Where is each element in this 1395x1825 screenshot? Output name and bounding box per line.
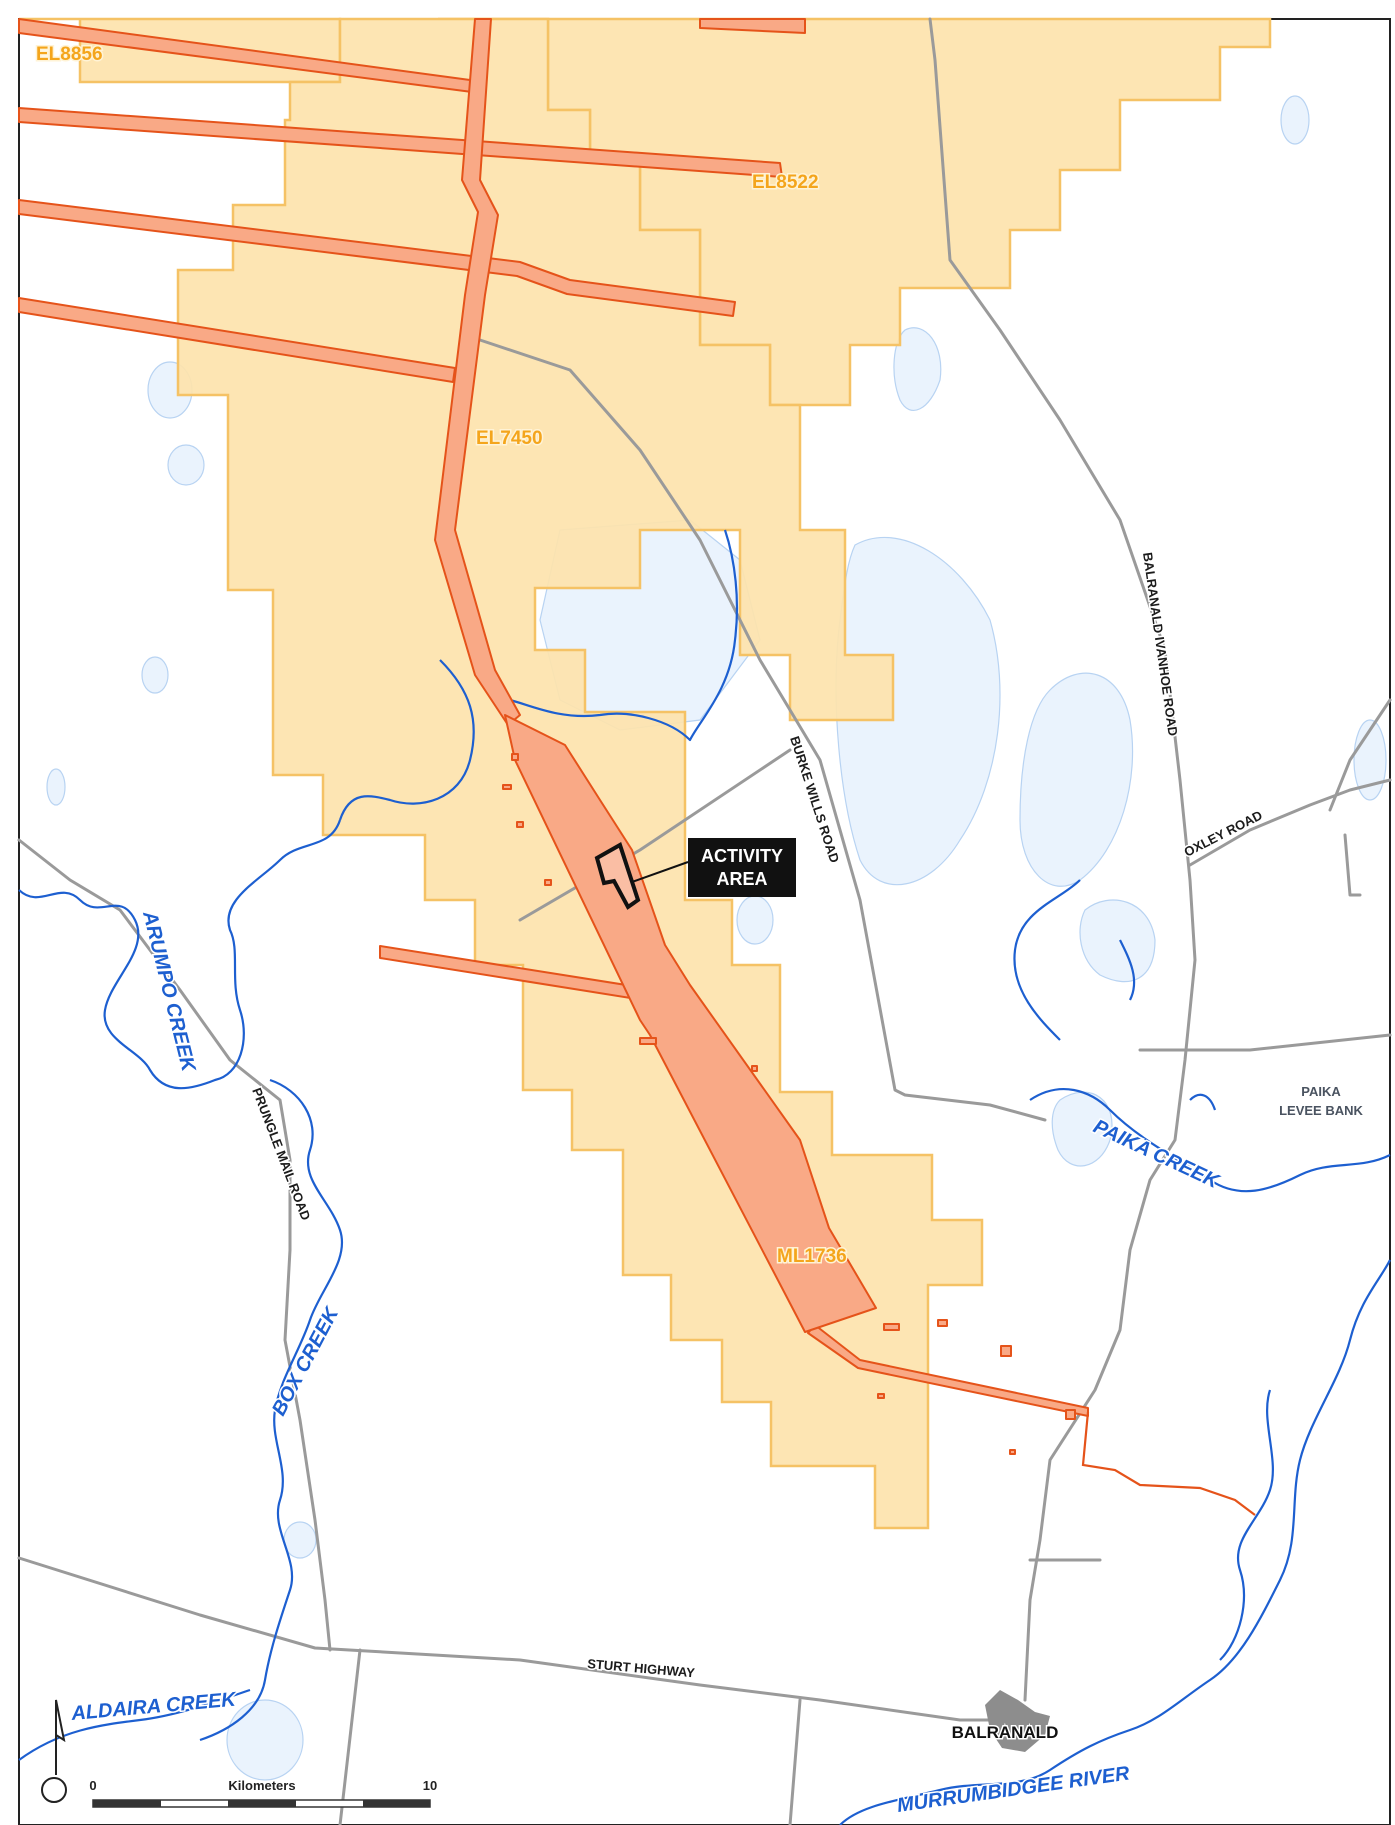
small-lease-5 [639, 1037, 657, 1045]
tenement-ml1736 [504, 714, 877, 1333]
road-east-north [1328, 698, 1392, 812]
small-lease-11 [1065, 1409, 1076, 1420]
waterways-layer [18, 529, 1391, 1825]
road-south [788, 1698, 802, 1825]
lake-west-4 [46, 768, 66, 806]
place-label-paika-line1: PAIKA [1301, 1084, 1341, 1099]
scale-bar-unit: Kilometers [228, 1778, 295, 1793]
small-lease-7 [883, 1323, 900, 1331]
corridor-2 [18, 107, 783, 178]
place-label-paika-line2: LEVEE BANK [1279, 1103, 1363, 1118]
road-west-spur [518, 748, 792, 922]
road-balranald-ivanhoe [928, 17, 1197, 1702]
creek-east-loop [1013, 879, 1081, 1041]
tenement-label-el8856: EL8856 [36, 44, 103, 65]
river-murrumbidgee-meander [1219, 1389, 1274, 1661]
small-lease-1 [511, 753, 519, 761]
balranald-town-footprint [985, 1690, 1050, 1752]
scale-bar-end: 10 [423, 1778, 437, 1793]
corridor-spine [434, 18, 521, 726]
river-murrumbidgee [839, 1259, 1391, 1825]
road-sturt-highway [17, 1556, 1042, 1722]
road-southwest [338, 1648, 362, 1825]
lake-west-2 [167, 444, 205, 486]
creek-paika-north [1189, 1093, 1217, 1111]
lake-north [893, 327, 942, 411]
road-prungle-mail [17, 838, 332, 1652]
small-lease-4 [544, 879, 552, 886]
small-lease-8 [937, 1319, 948, 1327]
activity-area-callout [688, 838, 796, 897]
small-lease-12 [1009, 1449, 1016, 1455]
corridor-3 [18, 199, 736, 317]
activity-area-polygon [594, 842, 641, 910]
lake-central-small [736, 895, 774, 945]
lakes-layer [46, 95, 1387, 1781]
activity-area-leader [631, 861, 689, 883]
pipeline-south-east [1081, 1411, 1256, 1516]
activity-area-label-line1: ACTIVITY [701, 846, 783, 866]
small-lease-6 [751, 1065, 758, 1072]
lake-far-east [1019, 672, 1134, 887]
small-lease-2 [502, 784, 512, 790]
small-lease-9 [1000, 1345, 1012, 1357]
creek-far-east-loop [1119, 939, 1136, 1001]
lake-paika [1051, 1091, 1113, 1167]
small-lease-10 [877, 1393, 885, 1399]
road-oxley [1188, 778, 1392, 867]
activity-area-label-line2: AREA [716, 869, 767, 889]
corridor-4 [18, 297, 456, 383]
creek-baldaira [18, 1688, 251, 1761]
road-burke-wills [478, 338, 1047, 1122]
creek-arumpo [18, 819, 342, 1090]
north-arrow [41, 1699, 67, 1803]
scale-bar [92, 1799, 431, 1808]
roads-layer [17, 17, 1392, 1825]
road-small-east [1343, 833, 1362, 897]
lake-south-west-2 [283, 1521, 317, 1559]
small-lease-3 [516, 821, 524, 828]
lake-south-west [226, 1699, 304, 1781]
lake-ne [1280, 95, 1310, 145]
lake-west-3 [141, 656, 169, 694]
tenement-label-el8522: EL8522 [752, 172, 819, 193]
creek-north-central [509, 529, 739, 742]
scale-bar-start: 0 [89, 1778, 96, 1793]
corridor-6 [699, 18, 806, 34]
tenement-label-el7450: EL7450 [476, 428, 543, 449]
tenement-label-ml1736: ML1736 [777, 1246, 847, 1267]
mining-corridors [18, 18, 1089, 1455]
creek-west-loop [338, 659, 475, 821]
town-label-balranald: BALRANALD [952, 1723, 1059, 1742]
lake-east-2 [1079, 899, 1156, 983]
road-east-spur [1138, 1033, 1392, 1052]
creek-paika [1029, 1088, 1391, 1193]
creek-box [199, 1078, 343, 1742]
